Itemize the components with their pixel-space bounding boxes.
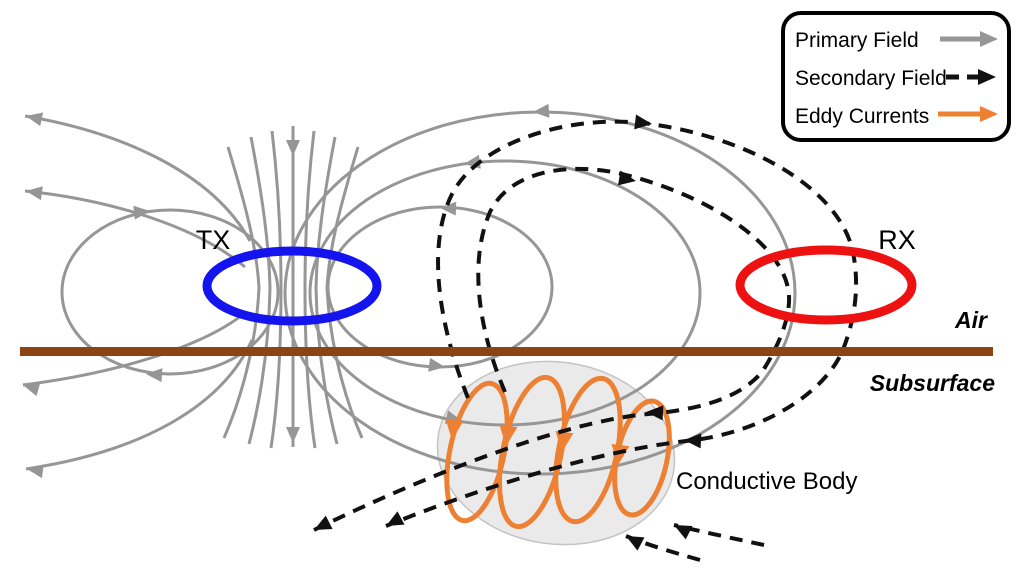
arrowhead [428, 357, 445, 372]
secondary-field-line [673, 523, 765, 547]
arrowhead [980, 106, 998, 122]
primary-field-line [24, 114, 252, 242]
legend: Primary Field Secondary Field Eddy Curre… [781, 11, 1011, 142]
legend-label-secondary: Secondary Field [795, 67, 947, 90]
arrowhead [445, 419, 464, 440]
arrowhead [286, 140, 300, 156]
primary-field-line [314, 136, 339, 445]
secondary-field-arrowheads [314, 114, 702, 551]
rx-coil [735, 245, 917, 325]
primary-field-arrowheads [23, 103, 550, 479]
legend-label-primary: Primary Field [795, 29, 919, 52]
rx-label: RX [878, 225, 916, 255]
tx-label: TX [196, 225, 231, 255]
arrowhead [626, 536, 645, 551]
primary-field-line [325, 146, 364, 439]
arrowhead [146, 368, 163, 383]
legend-label-eddy: Eddy Currents [795, 105, 929, 128]
arrowhead [440, 201, 457, 216]
primary-field-line [222, 146, 261, 439]
arrowhead [533, 103, 550, 118]
air-label: Air [954, 307, 988, 333]
arrowhead [26, 112, 44, 127]
primary-field-line [269, 130, 283, 449]
arrowhead [617, 170, 636, 186]
primary-field-loop [60, 208, 280, 376]
arrowhead [674, 525, 693, 540]
primary-field-line [22, 310, 247, 387]
primary-field-line [247, 136, 272, 445]
conductive-body-label: Conductive Body [676, 468, 857, 495]
primary-field-lines [22, 110, 797, 476]
arrowhead [980, 31, 998, 47]
arrowhead [684, 433, 702, 449]
arrowhead [555, 431, 574, 452]
arrowhead [978, 69, 996, 85]
arrowhead [499, 425, 518, 446]
arrowhead [286, 427, 300, 443]
arrowhead [634, 114, 652, 130]
tx-coil [202, 246, 382, 326]
ground-surface-line [20, 347, 993, 356]
subsurface-label: Subsurface [870, 370, 995, 396]
primary-field-line [24, 189, 246, 269]
arrowhead [27, 464, 44, 479]
arrowhead [23, 382, 41, 397]
legend-box [781, 11, 1011, 142]
arrowhead [133, 205, 150, 220]
primary-field-line [25, 339, 254, 471]
arrowhead [26, 186, 43, 201]
arrowhead [386, 511, 405, 526]
secondary-field-line [385, 119, 859, 528]
arrowhead [314, 515, 333, 530]
arrowhead [646, 405, 664, 421]
eddy-current-loop [497, 374, 567, 530]
primary-field-line [303, 130, 317, 449]
secondary-field-line [313, 166, 791, 532]
